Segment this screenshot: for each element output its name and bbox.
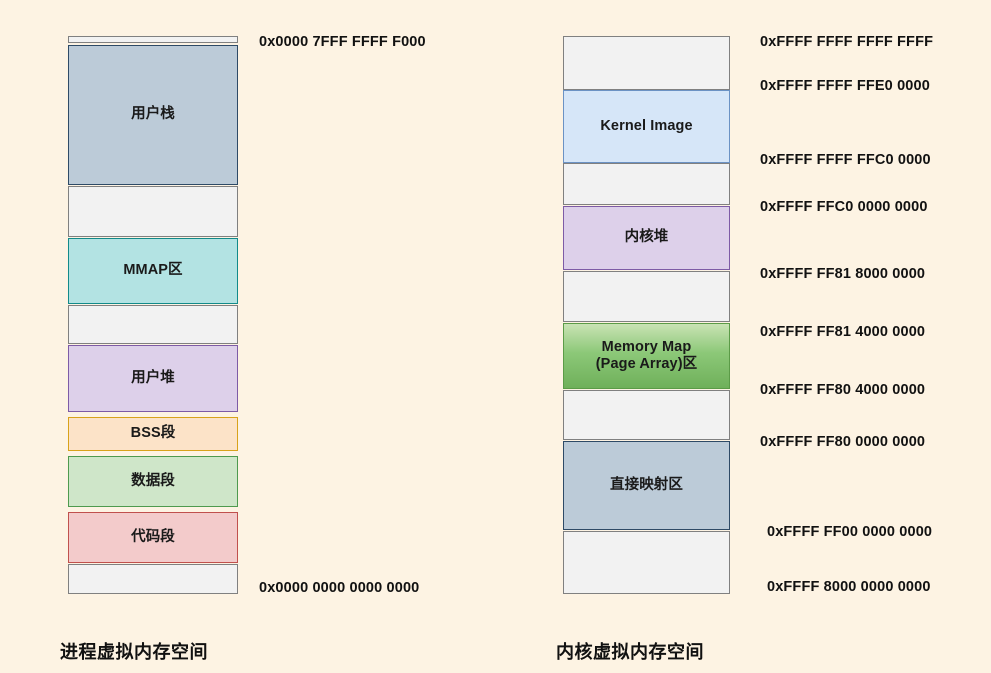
user-heap-label: 用户堆 [131, 369, 175, 386]
gap-image-heap [563, 163, 730, 205]
kernel-bottom-gap [563, 531, 730, 594]
code-segment-label: 代码段 [131, 528, 175, 545]
mmap-region: MMAP区 [68, 238, 238, 304]
mmap-region-label: MMAP区 [123, 262, 183, 279]
addr-process-top: 0x0000 7FFF FFFF F000 [259, 34, 426, 50]
kernel-heap: 内核堆 [563, 206, 730, 270]
kernel-image-label: Kernel Image [600, 117, 693, 134]
gap-stack-mmap [68, 186, 238, 237]
process-memory-column: 用户栈 MMAP区用户堆 BSS段数据段代码段 [68, 0, 238, 673]
memory-map-region-label: Memory Map (Page Array)区 [595, 338, 698, 372]
top-sliver [68, 36, 238, 43]
code-segment: 代码段 [68, 512, 238, 563]
user-stack-label: 用户栈 [131, 106, 175, 123]
bss-segment-label: BSS段 [130, 425, 176, 442]
process-space-caption: 进程虚拟内存空间 [60, 642, 208, 662]
kernel-space-caption: 内核虚拟内存空间 [556, 642, 704, 662]
data-segment: 数据段 [68, 456, 238, 507]
addr-kernel-ffff-ffc0-0000-0000: 0xFFFF FFC0 0000 0000 [760, 199, 928, 215]
gap-memmap-direct [563, 390, 730, 440]
gap-heap-memmap [563, 271, 730, 322]
addr-kernel-ffff-ffff-ffff-ffff: 0xFFFF FFFF FFFF FFFF [760, 34, 934, 50]
kernel-memory-column: Kernel Image 内核堆 Memory Map (Page Array)区直… [563, 0, 730, 673]
addr-kernel-ffff-ff81-8000-0000: 0xFFFF FF81 8000 0000 [760, 266, 926, 282]
bottom-reserved [68, 564, 238, 594]
user-stack: 用户栈 [68, 45, 238, 185]
addr-kernel-ffff-8000-0000-0000: 0xFFFF 8000 0000 0000 [767, 579, 931, 595]
kernel-image: Kernel Image [563, 90, 730, 163]
addr-process-bottom: 0x0000 0000 0000 0000 [259, 580, 420, 596]
addr-kernel-ffff-ff80-0000-0000: 0xFFFF FF80 0000 0000 [760, 434, 926, 450]
addr-kernel-ffff-ff81-4000-0000: 0xFFFF FF81 4000 0000 [760, 324, 926, 340]
addr-kernel-ffff-ffff-ffe0-0000: 0xFFFF FFFF FFE0 0000 [760, 78, 930, 94]
kernel-heap-label: 内核堆 [624, 229, 669, 246]
memory-map-region: Memory Map (Page Array)区 [563, 323, 730, 389]
addr-kernel-ffff-ffff-ffc0-0000: 0xFFFF FFFF FFC0 0000 [760, 152, 931, 168]
kernel-top-gap [563, 36, 730, 90]
data-segment-label: 数据段 [131, 472, 175, 489]
addr-kernel-ffff-ff80-4000-0000: 0xFFFF FF80 4000 0000 [760, 382, 926, 398]
direct-mapping-area-label: 直接映射区 [610, 476, 683, 493]
user-heap: 用户堆 [68, 345, 238, 412]
direct-mapping-area: 直接映射区 [563, 441, 730, 530]
gap-mmap-heap [68, 305, 238, 344]
addr-kernel-ffff-ff00-0000-0000: 0xFFFF FF00 0000 0000 [767, 524, 933, 540]
bss-segment: BSS段 [68, 417, 238, 451]
